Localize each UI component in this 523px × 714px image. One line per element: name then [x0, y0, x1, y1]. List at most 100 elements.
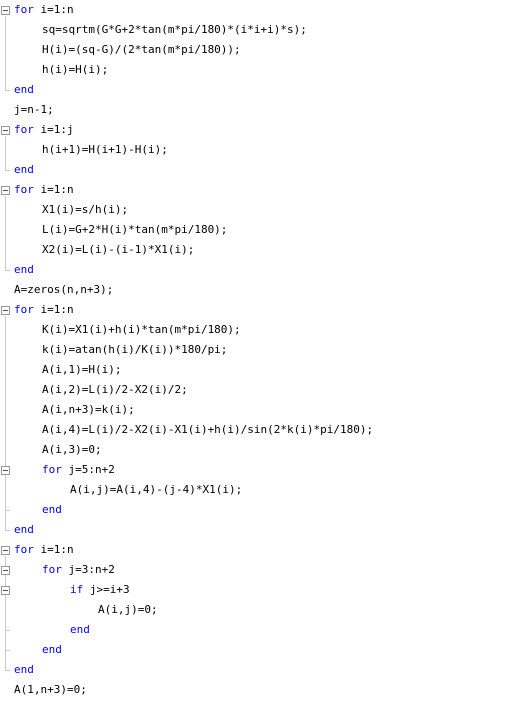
code-text: j=5:n+2: [61, 463, 115, 476]
code-line-19[interactable]: A(i,1)=H(i);: [42, 360, 121, 380]
code-text: j>=i+3: [83, 583, 130, 596]
fold-end-tick: [5, 670, 10, 671]
code-text: A(i,2)=L(i)/2-X2(i)/2;: [42, 383, 188, 396]
keyword: for: [14, 3, 34, 16]
code-line-9[interactable]: end: [14, 160, 34, 180]
keyword: for: [42, 563, 62, 576]
fold-collapse-icon[interactable]: [1, 466, 10, 475]
code-line-12[interactable]: L(i)=G+2*H(i)*tan(m*pi/180);: [42, 220, 227, 240]
code-text: A(i,n+3)=k(i);: [42, 403, 135, 416]
code-line-2[interactable]: sq=sqrtm(G*G+2*tan(m*pi/180)*(i*i+i)*s);: [42, 20, 307, 40]
fold-collapse-icon[interactable]: [1, 186, 10, 195]
fold-collapse-icon[interactable]: [1, 126, 10, 135]
code-line-6[interactable]: j=n-1;: [14, 100, 54, 120]
code-line-11[interactable]: X1(i)=s/h(i);: [42, 200, 128, 220]
fold-guide: [5, 316, 6, 530]
code-line-14[interactable]: end: [14, 260, 34, 280]
code-text: X2(i)=L(i)-(i-1)*X1(i);: [42, 243, 195, 256]
fold-end-tick: [5, 530, 10, 531]
keyword: end: [14, 523, 34, 536]
code-text: i=1:n: [33, 303, 74, 316]
keyword: end: [42, 503, 62, 516]
code-text: k(i)=atan(h(i)/K(i))*180/pi;: [42, 343, 228, 356]
code-text: h(i)=H(i);: [42, 63, 109, 76]
code-text: i=1:n: [33, 3, 74, 16]
code-text: A(1,n+3)=0;: [14, 683, 87, 696]
code-line-4[interactable]: h(i)=H(i);: [42, 60, 108, 80]
code-text: A(i,3)=0;: [42, 443, 102, 456]
code-line-1[interactable]: for i=1:n: [14, 0, 74, 20]
keyword: for: [14, 543, 34, 556]
code-text: i=1:j: [33, 123, 74, 136]
code-text: A(i,4)=L(i)/2-X2(i)-X1(i)+h(i)/sin(2*k(i…: [42, 423, 374, 436]
fold-guide: [5, 556, 6, 670]
keyword: end: [14, 83, 34, 96]
keyword: end: [14, 663, 34, 676]
code-text: A=zeros(n,n+3);: [14, 283, 114, 296]
keyword: for: [14, 303, 34, 316]
code-text: j=3:n+2: [61, 563, 115, 576]
fold-end-tick: [5, 90, 10, 91]
keyword: for: [14, 123, 34, 136]
code-line-7[interactable]: for i=1:j: [14, 120, 74, 140]
fold-collapse-icon[interactable]: [1, 586, 10, 595]
code-line-18[interactable]: k(i)=atan(h(i)/K(i))*180/pi;: [42, 340, 227, 360]
code-line-34[interactable]: end: [14, 660, 34, 680]
code-text: H(i)=(sq-G)/(2*tan(m*pi/180));: [42, 43, 241, 56]
fold-guide: [5, 16, 6, 90]
code-text: sq=sqrtm(G*G+2*tan(m*pi/180)*(i*i+i)*s);: [42, 23, 307, 36]
keyword: end: [42, 643, 62, 656]
code-line-15[interactable]: A=zeros(n,n+3);: [14, 280, 113, 300]
code-text: K(i)=X1(i)+h(i)*tan(m*pi/180);: [42, 323, 241, 336]
code-line-31[interactable]: A(i,j)=0;: [98, 600, 158, 620]
code-line-23[interactable]: A(i,3)=0;: [42, 440, 102, 460]
code-line-21[interactable]: A(i,n+3)=k(i);: [42, 400, 135, 420]
code-line-16[interactable]: for i=1:n: [14, 300, 74, 320]
code-line-35[interactable]: A(1,n+3)=0;: [14, 680, 87, 700]
code-text: i=1:n: [33, 183, 74, 196]
code-line-26[interactable]: end: [42, 500, 62, 520]
fold-end-tick: [5, 630, 10, 631]
keyword: for: [42, 463, 62, 476]
code-line-33[interactable]: end: [42, 640, 62, 660]
code-line-20[interactable]: A(i,2)=L(i)/2-X2(i)/2;: [42, 380, 188, 400]
code-text: h(i+1)=H(i+1)-H(i);: [42, 143, 168, 156]
code-line-29[interactable]: for j=3:n+2: [42, 560, 115, 580]
fold-guide: [5, 136, 6, 170]
code-line-10[interactable]: for i=1:n: [14, 180, 74, 200]
code-text: X1(i)=s/h(i);: [42, 203, 129, 216]
code-line-5[interactable]: end: [14, 80, 34, 100]
fold-end-tick: [5, 510, 10, 511]
code-text: A(i,j)=A(i,4)-(j-4)*X1(i);: [70, 483, 243, 496]
keyword: end: [14, 163, 34, 176]
code-text: A(i,1)=H(i);: [42, 363, 122, 376]
code-line-22[interactable]: A(i,4)=L(i)/2-X2(i)-X1(i)+h(i)/sin(2*k(i…: [42, 420, 373, 440]
fold-end-tick: [5, 170, 10, 171]
code-line-28[interactable]: for i=1:n: [14, 540, 74, 560]
code-line-3[interactable]: H(i)=(sq-G)/(2*tan(m*pi/180));: [42, 40, 241, 60]
code-line-25[interactable]: A(i,j)=A(i,4)-(j-4)*X1(i);: [70, 480, 242, 500]
keyword: end: [14, 263, 34, 276]
code-line-13[interactable]: X2(i)=L(i)-(i-1)*X1(i);: [42, 240, 194, 260]
code-line-27[interactable]: end: [14, 520, 34, 540]
code-line-24[interactable]: for j=5:n+2: [42, 460, 115, 480]
fold-collapse-icon[interactable]: [1, 6, 10, 15]
fold-collapse-icon[interactable]: [1, 546, 10, 555]
code-line-17[interactable]: K(i)=X1(i)+h(i)*tan(m*pi/180);: [42, 320, 241, 340]
code-text: j=n-1;: [14, 103, 54, 116]
code-line-8[interactable]: h(i+1)=H(i+1)-H(i);: [42, 140, 168, 160]
keyword: end: [70, 623, 90, 636]
code-text: i=1:n: [33, 543, 74, 556]
code-text: A(i,j)=0;: [98, 603, 158, 616]
code-text: L(i)=G+2*H(i)*tan(m*pi/180);: [42, 223, 228, 236]
fold-guide: [5, 196, 6, 270]
fold-collapse-icon[interactable]: [1, 306, 10, 315]
code-line-30[interactable]: if j>=i+3: [70, 580, 130, 600]
keyword: if: [70, 583, 84, 596]
fold-end-tick: [5, 650, 10, 651]
code-line-32[interactable]: end: [70, 620, 90, 640]
keyword: for: [14, 183, 34, 196]
fold-end-tick: [5, 270, 10, 271]
fold-collapse-icon[interactable]: [1, 566, 10, 575]
